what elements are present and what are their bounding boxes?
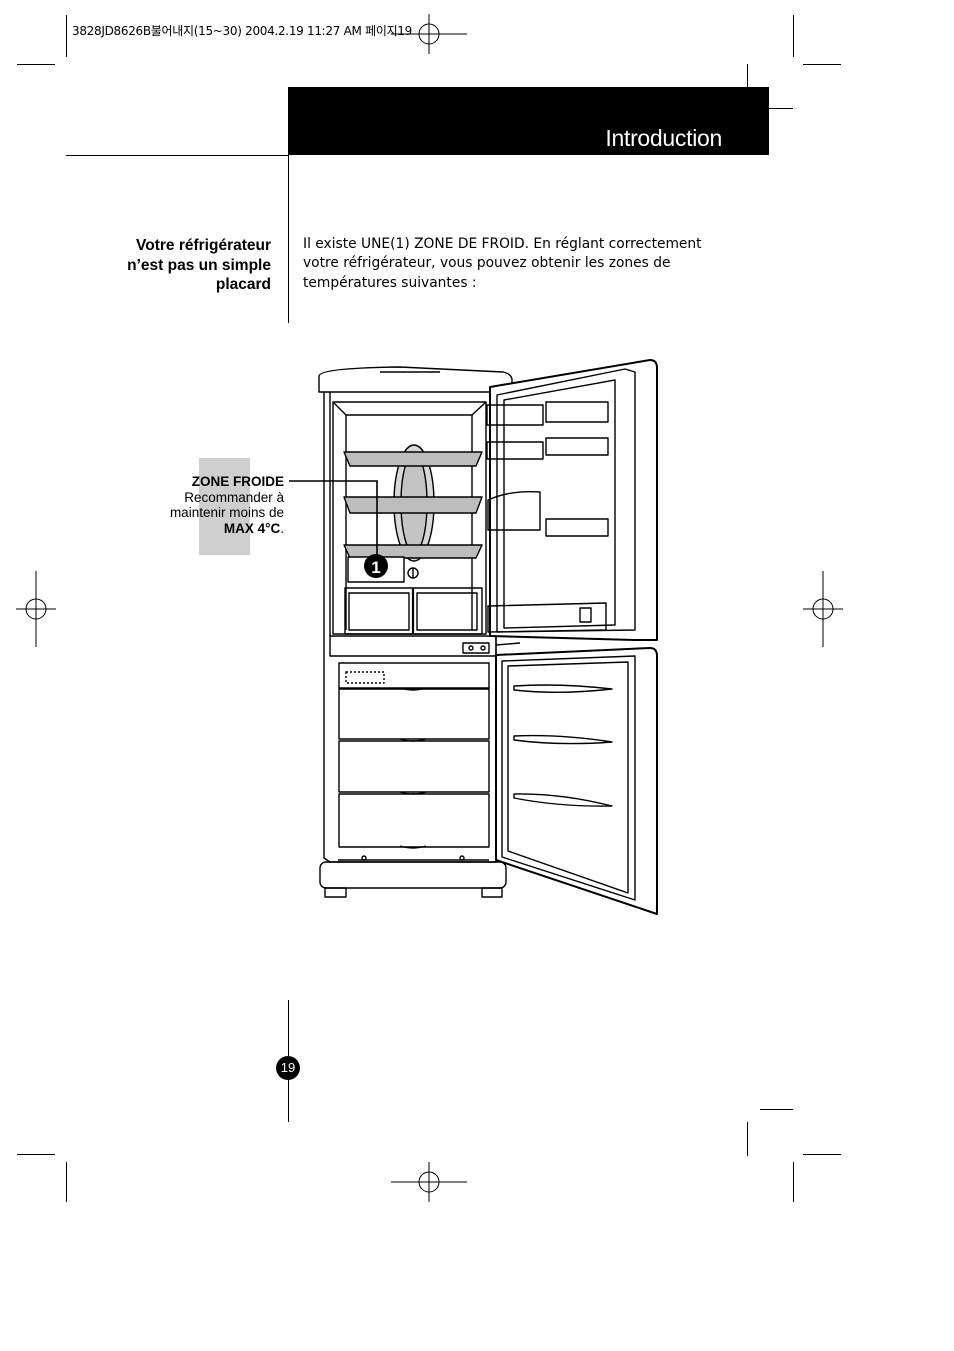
title-bar: Introduction: [288, 87, 769, 155]
zone-title: ZONE FROIDE: [191, 474, 284, 489]
zone-callout: ZONE FROIDE Recommander à maintenir moin…: [140, 474, 284, 536]
page-title: Introduction: [605, 125, 722, 151]
print-header: 3828JD8626B불어내지(15~30) 2004.2.19 11:27 A…: [72, 24, 412, 38]
section-title: Votre réfrigérateur n’est pas un simple …: [127, 237, 271, 293]
max-temperature: MAX 4°C: [223, 520, 281, 536]
column-divider: [288, 155, 289, 323]
intro-paragraph: Il existe UNE(1) ZONE DE FROID. En régla…: [303, 236, 702, 291]
zone-marker-label: 1: [371, 558, 380, 577]
header-rule: [66, 155, 288, 156]
cold-zone-emphasis: UNE(1) ZONE DE FROID: [361, 236, 525, 252]
callout-leader: [289, 480, 378, 555]
zone-marker: [364, 554, 388, 578]
side-tab: [199, 458, 250, 555]
page-number: 19: [276, 1056, 300, 1080]
